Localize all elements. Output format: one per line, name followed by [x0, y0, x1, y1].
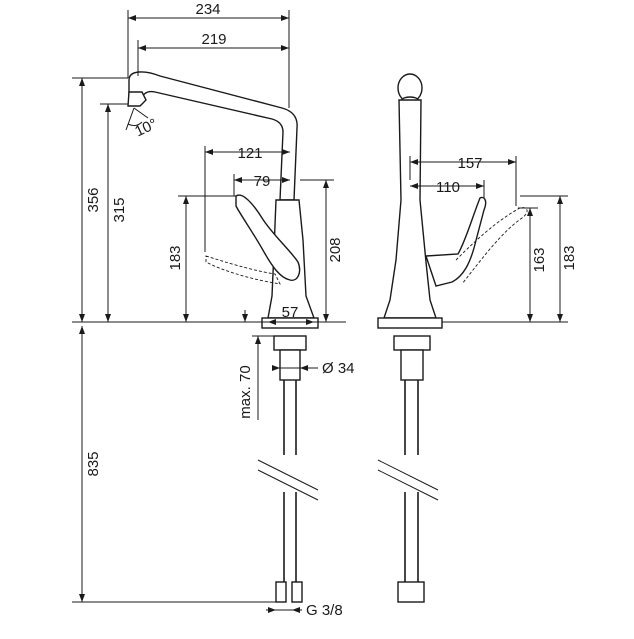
side-shank: [400, 349, 424, 381]
side-base-plate: [377, 317, 443, 329]
dim-183-right-label: 183: [561, 245, 578, 270]
side-break-1: [377, 459, 439, 491]
side-dimensions: 157 110 163 183: [409, 155, 578, 323]
front-fitting-right: [291, 581, 303, 603]
front-base-plate: [261, 317, 319, 329]
front-lever-sweep: [205, 255, 281, 285]
dim-110-label: 110: [436, 179, 460, 196]
side-nut: [393, 335, 431, 351]
front-aerator: [127, 91, 147, 107]
side-lever-sweep: [455, 207, 528, 285]
dim-315-label: 315: [111, 197, 128, 222]
dim-835-label: 835: [85, 451, 102, 476]
dim-208-label: 208: [327, 237, 344, 262]
dim-183-left-label: 183: [167, 245, 184, 270]
dim-121-label: 121: [237, 145, 262, 162]
side-lever: [425, 196, 487, 287]
side-column: [383, 99, 437, 319]
front-shank-upper: [279, 349, 301, 381]
side-fitting: [397, 581, 425, 603]
dim-163-label: 163: [531, 247, 548, 272]
dim-356-label: 356: [85, 187, 102, 212]
dim-dia34-label: Ø 34: [322, 360, 355, 377]
dim-157-label: 157: [457, 155, 482, 172]
dim-g38-label: G 3/8: [306, 602, 343, 619]
front-view: [127, 71, 319, 603]
dim-max70-label: max. 70: [237, 365, 254, 418]
front-lever: [235, 194, 301, 281]
dim-57-label: 57: [282, 304, 299, 321]
front-break-2: [257, 469, 319, 501]
dim-10deg-label: 10°: [132, 115, 160, 140]
front-nut: [273, 335, 307, 351]
dim-234-label: 234: [195, 1, 220, 18]
front-dimensions: 234 219 356 315 10° 121 7: [72, 1, 355, 619]
front-fitting-left: [275, 581, 287, 603]
front-spout: [128, 71, 298, 201]
front-break-1: [257, 459, 319, 491]
dim-79-label: 79: [254, 173, 271, 190]
dim-219-label: 219: [201, 31, 226, 48]
side-break-2: [377, 469, 439, 501]
side-view: [377, 73, 528, 603]
